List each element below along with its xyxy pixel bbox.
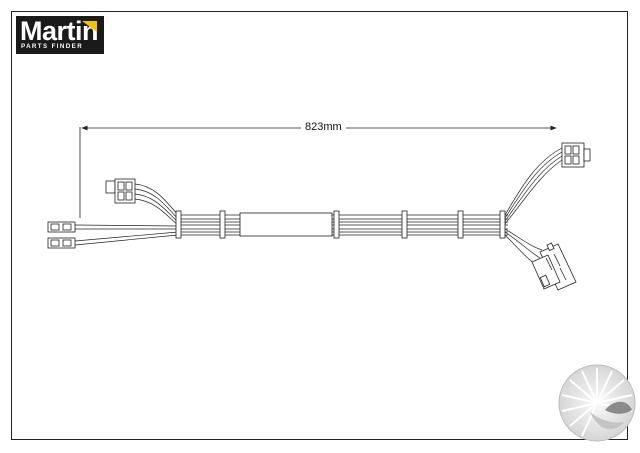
left-plug-connectors	[47, 221, 76, 249]
upper-left-wires	[134, 183, 179, 226]
cable-ties	[175, 210, 506, 239]
upper-left-connector	[105, 178, 136, 204]
logo-accent-triangle	[82, 21, 97, 32]
cable-sleeve	[239, 212, 333, 237]
logo-subtitle: PARTS FINDER	[21, 43, 84, 50]
martin-sunburst-icon	[558, 364, 636, 442]
martin-logo: Martin PARTS FINDER	[16, 16, 104, 54]
left-plug-wires	[74, 224, 179, 246]
dimension-label: 823mm	[301, 121, 346, 133]
dimension-line	[79, 125, 557, 218]
upper-right-connector	[561, 142, 591, 168]
upper-right-wires	[504, 147, 563, 225]
main-wire-bundle	[178, 214, 508, 236]
lower-right-connector	[531, 242, 577, 291]
drawing-frame	[11, 11, 628, 440]
